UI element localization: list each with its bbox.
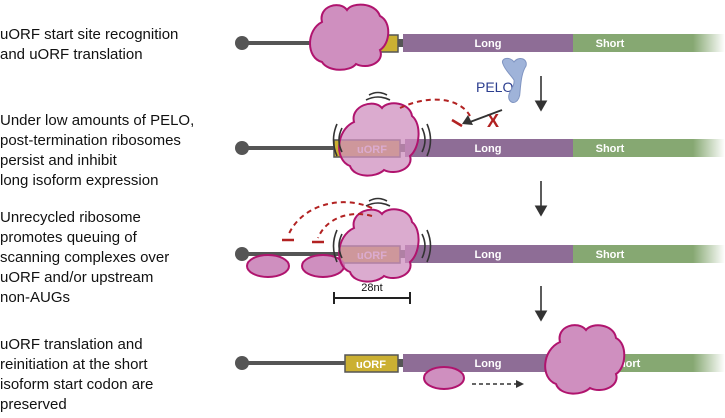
short-segment-label: Short	[596, 38, 625, 50]
caption-step3-line3: scanning complexes over	[0, 249, 169, 266]
vibration-marks-right	[421, 123, 432, 157]
caption-step2-line4: long isoform expression	[0, 172, 158, 189]
scanning-direction-arrow-head	[516, 380, 524, 388]
uorf-segment-label: uORF	[356, 359, 386, 371]
caption-step2-line3: persist and inhibit	[0, 152, 118, 169]
inhibition-line	[399, 98, 471, 117]
mrna-tail-fade	[693, 245, 725, 263]
ribosome-80s	[544, 324, 626, 395]
caption-step2: Under low amounts of PELO, post-terminat…	[0, 112, 198, 189]
mrna-row-1: uORF Long Short	[235, 3, 725, 71]
short-segment	[573, 245, 693, 263]
long-segment-label: Long	[475, 358, 502, 370]
long-segment-label: Long	[475, 143, 502, 155]
mrna-tail-fade	[693, 139, 725, 157]
short-segment-label: Short	[596, 249, 625, 261]
vibration-marks-top	[365, 91, 391, 101]
pelo-group: PELO X	[462, 57, 527, 131]
caption-step3-line1: Unrecycled ribosome	[0, 209, 141, 226]
short-segment-label: Short	[596, 143, 625, 155]
caption-step4-line3: isoform start codon are	[0, 376, 153, 393]
pelo-arrow	[469, 109, 503, 123]
long-segment-label: Long	[475, 249, 502, 261]
caption-step1-line2: and uORF translation	[0, 46, 143, 63]
pelo-protein-icon	[501, 57, 527, 103]
caption-step2-line1: Under low amounts of PELO,	[0, 112, 194, 129]
blocked-x-icon: X	[487, 111, 499, 131]
linker	[398, 39, 403, 47]
short-segment	[573, 34, 693, 52]
caption-step3-line5: non-AUGs	[0, 289, 70, 306]
caption-step4-line1: uORF translation and	[0, 336, 143, 353]
pelo-label: PELO	[476, 79, 513, 95]
scanning-complex	[423, 366, 465, 390]
mrna-tail-fade	[693, 34, 725, 52]
caption-step2-line2: post-termination ribosomes	[0, 132, 181, 149]
long-segment	[405, 245, 573, 263]
long-segment-label: Long	[475, 38, 502, 50]
inhibition-line	[287, 201, 373, 237]
ribosome-80s	[309, 3, 390, 71]
caption-step3-line2: promotes queuing of	[0, 229, 138, 246]
short-segment	[573, 139, 693, 157]
linker	[398, 359, 403, 367]
mrna-row-3: uORF Long Short 28nt	[235, 197, 725, 304]
vibration-marks-left	[332, 123, 343, 157]
caption-step4-line2: reinitiation at the short	[0, 356, 148, 373]
inhibition-bar	[451, 118, 463, 128]
stalled-ribosome	[338, 102, 420, 177]
cap-circle	[235, 356, 249, 370]
cap-circle	[235, 36, 249, 50]
vibration-marks-left	[332, 229, 343, 263]
pelo-arrow-head	[462, 115, 473, 125]
stalled-ribosome	[338, 208, 420, 283]
vibration-marks-right	[421, 229, 432, 263]
mrna-row-4: uORF Long Short	[235, 324, 725, 395]
mrna-row-2: uORF Long Short	[235, 91, 725, 177]
caption-step4: uORF translation and reinitiation at the…	[0, 336, 158, 413]
caption-step1: uORF start site recognition and uORF tra…	[0, 26, 183, 63]
scale-label: 28nt	[361, 282, 382, 294]
inhibition-line	[317, 213, 373, 239]
caption-step3-line4: uORF and/or upstream	[0, 269, 153, 286]
caption-step4-line4: preserved	[0, 396, 67, 413]
mrna-tail-fade	[693, 354, 725, 372]
scanning-complex	[246, 254, 290, 278]
caption-step1-line1: uORF start site recognition	[0, 26, 178, 43]
cap-circle	[235, 247, 249, 261]
long-segment	[403, 34, 573, 52]
vibration-marks-top	[365, 197, 391, 207]
long-segment	[405, 139, 573, 157]
scanning-complex	[301, 254, 345, 278]
caption-step3: Unrecycled ribosome promotes queuing of …	[0, 209, 173, 306]
cap-circle	[235, 141, 249, 155]
